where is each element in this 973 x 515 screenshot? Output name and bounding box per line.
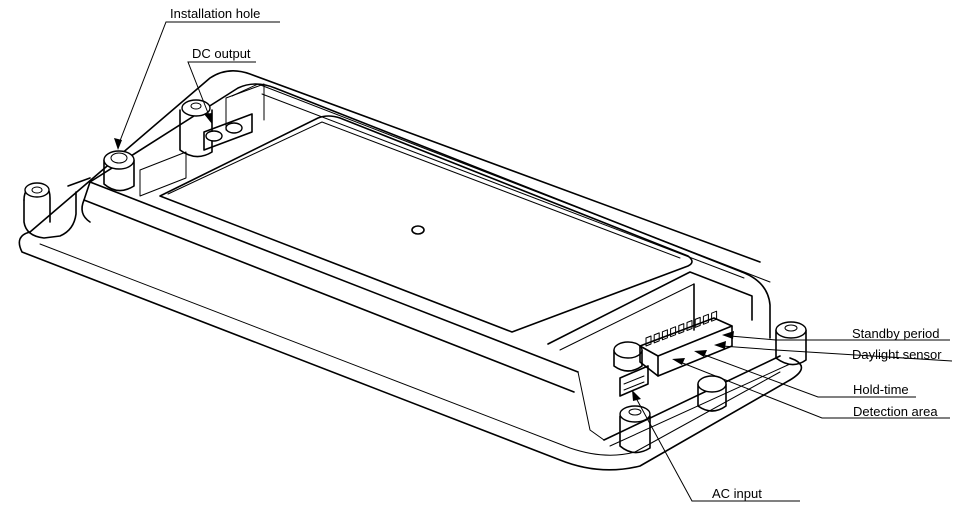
label-ac-input: AC input xyxy=(712,486,762,501)
callout-leaders xyxy=(114,21,953,502)
label-hold-time: Hold-time xyxy=(853,382,909,397)
dip-switch-lever xyxy=(653,332,660,344)
left-end-cap xyxy=(23,177,91,239)
dip-switch-lever xyxy=(702,313,709,325)
label-dc-output: DC output xyxy=(192,46,251,61)
installation-hole-post xyxy=(103,150,135,192)
dc-output-terminal-block xyxy=(139,83,265,197)
dip-switch-lever xyxy=(670,326,677,338)
dip-switch-lever xyxy=(661,329,668,341)
label-installation-hole: Installation hole xyxy=(170,6,260,21)
label-daylight-sensor: Daylight sensor xyxy=(852,347,942,362)
device-housing xyxy=(18,70,803,471)
dip-switch-lever xyxy=(678,323,685,335)
label-detection-area: Detection area xyxy=(853,404,938,419)
right-end-posts xyxy=(613,321,807,454)
dip-switch-lever xyxy=(694,316,701,328)
label-standby-period: Standby period xyxy=(852,326,939,341)
ac-input-terminal xyxy=(619,365,649,397)
dip-switch-block xyxy=(639,310,733,377)
dip-switch-lever xyxy=(645,335,652,347)
dip-switch-lever xyxy=(686,320,693,331)
dip-switch-lever xyxy=(711,310,718,322)
